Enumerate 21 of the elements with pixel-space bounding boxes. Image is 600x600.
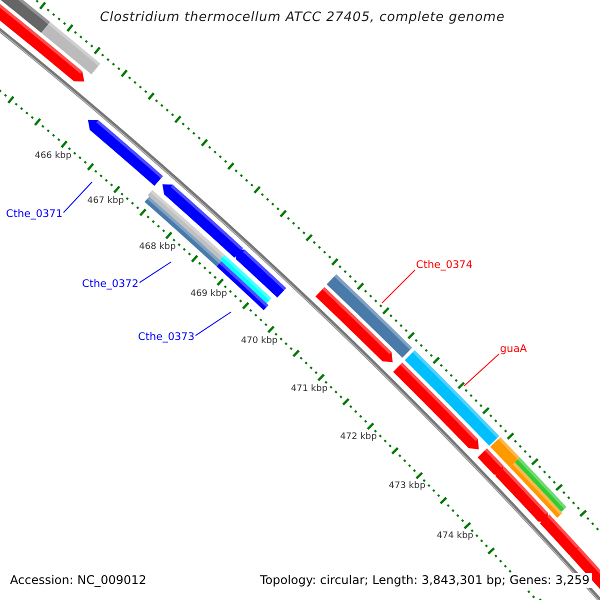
- leader-line: [63, 182, 92, 214]
- gene-label: Cthe_0373: [138, 331, 195, 344]
- leader-line: [382, 270, 416, 304]
- footer-text: Topology: circular; Length: 3,843,301 bp; Genes: 3,259: [258, 573, 592, 588]
- leader-line: [464, 354, 500, 386]
- tick-label: 469 kbp: [190, 288, 228, 300]
- tick-label: 467 kbp: [87, 196, 124, 208]
- footer-text: Accession: NC_009012: [8, 573, 148, 588]
- tick-label: 468 kbp: [139, 242, 176, 254]
- leader-line: [195, 312, 232, 336]
- tick-label: 472 kbp: [340, 432, 377, 444]
- gene-label: Cthe_0374: [416, 259, 473, 272]
- tick-label: 471 kbp: [290, 384, 328, 395]
- tick-label: 474 kbp: [436, 531, 474, 542]
- gene-label: Cthe_0372: [82, 278, 139, 291]
- gene-label: Cthe_0371: [6, 208, 63, 221]
- tick-label: 473 kbp: [388, 481, 426, 492]
- tick-label: 466 kbp: [34, 151, 72, 162]
- gene-label: guaA: [500, 343, 527, 356]
- tick-label: 470 kbp: [240, 336, 278, 347]
- leader-line: [139, 262, 172, 284]
